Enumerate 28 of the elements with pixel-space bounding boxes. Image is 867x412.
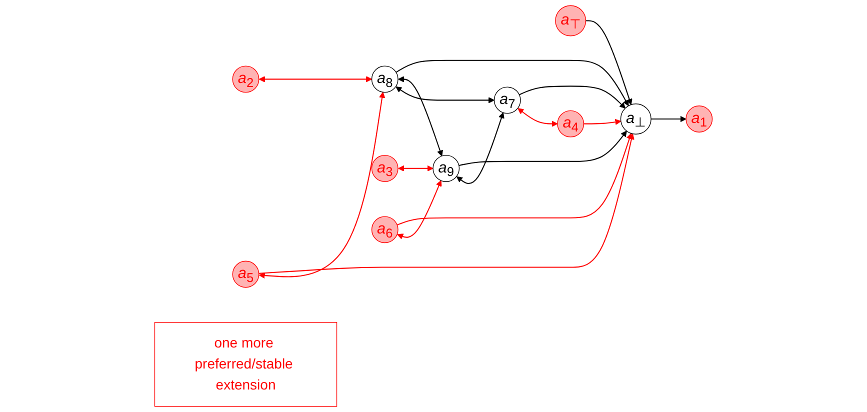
arrow [396, 60, 629, 106]
arrow [258, 92, 386, 279]
arrow [396, 133, 632, 226]
node-box: one more preferred/stable extension [154, 322, 338, 407]
node-circle: a$_{⊤}$ [555, 5, 586, 36]
node-circle: a$_{5}$ [232, 260, 260, 288]
node-circle: a$_{1}$ [686, 106, 713, 132]
node-circle: a$_{3}$ [371, 154, 398, 182]
arrow [651, 116, 686, 122]
arrow [518, 108, 558, 127]
node-circle: a$_{8}$ [371, 66, 398, 93]
node-circle: a$_{7}$ [494, 86, 521, 114]
node-circle: a$_{⊥}$ [620, 104, 652, 134]
node-circle: a$_{4}$ [557, 110, 584, 138]
arrow [456, 112, 504, 184]
arrow [398, 165, 434, 172]
arrow [586, 20, 632, 105]
node-circle: a$_{6}$ [371, 216, 398, 244]
arrow [398, 76, 443, 156]
arrow [396, 86, 495, 104]
arrow [584, 118, 622, 126]
arrow [397, 180, 442, 240]
arrow [458, 130, 627, 166]
node-circle: a$_{9}$ [432, 154, 460, 182]
arrow [258, 134, 634, 274]
arrow [258, 76, 372, 82]
node-circle: a$_{2}$ [232, 66, 260, 93]
arrow [519, 86, 626, 109]
